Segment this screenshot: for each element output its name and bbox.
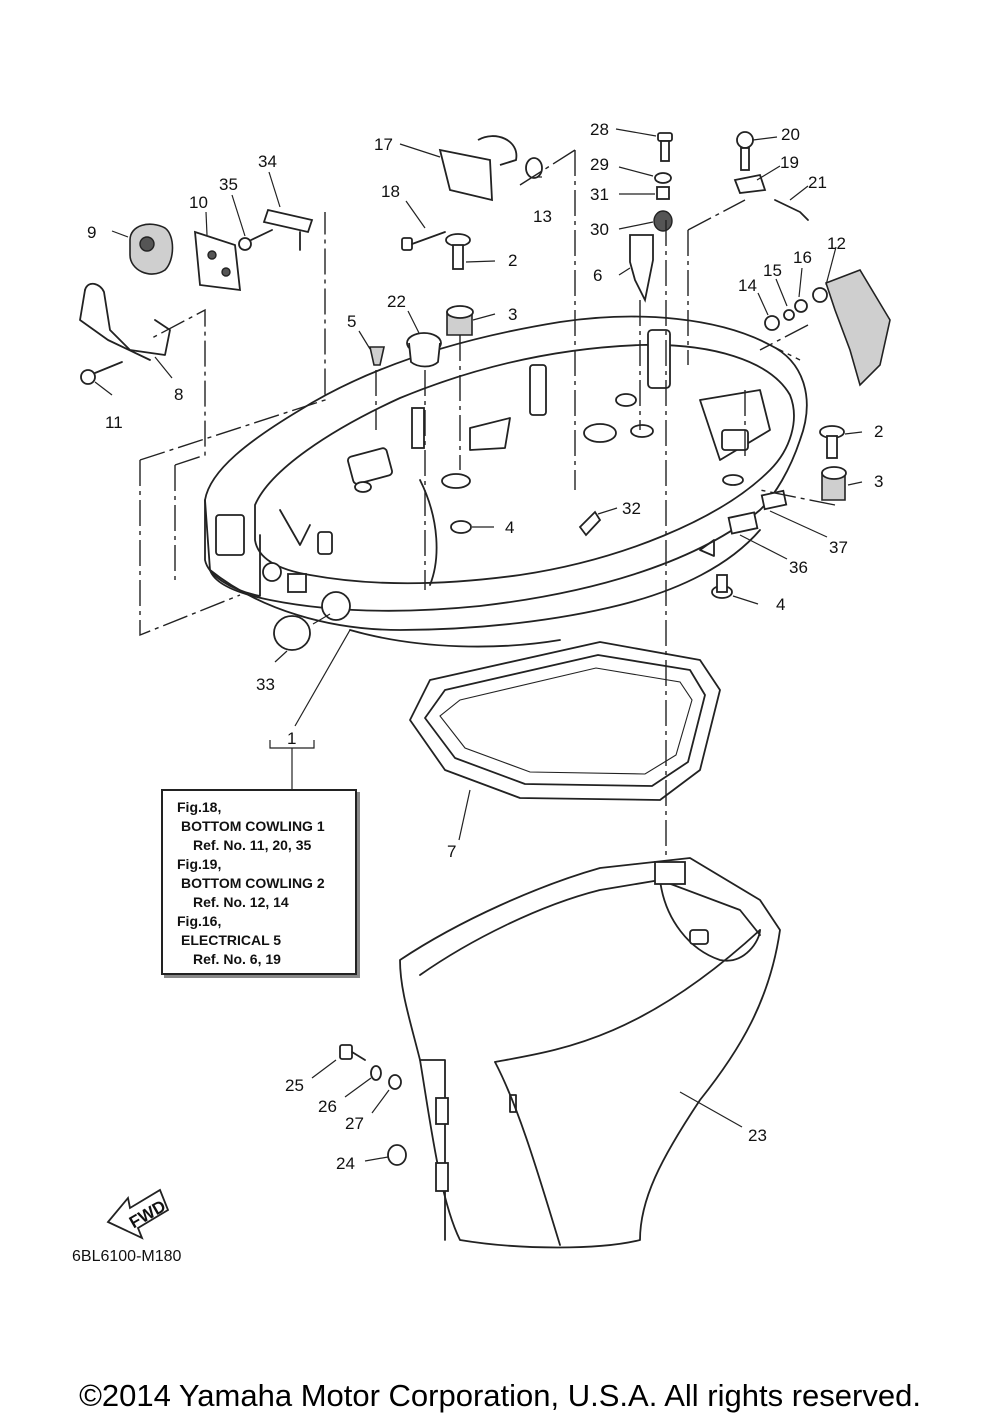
callout-24: 24 — [336, 1154, 355, 1173]
callout-26: 26 — [318, 1097, 337, 1116]
ref-line-5: BOTTOM COWLING 2 — [181, 875, 325, 891]
callout-30: 30 — [590, 220, 609, 239]
ref-line-6: Ref. No. 12, 14 — [193, 894, 289, 910]
ref-line-7: Fig.16, — [177, 913, 222, 929]
callout-18: 18 — [381, 182, 400, 201]
callout-33: 33 — [256, 675, 275, 694]
callout-9: 9 — [87, 223, 96, 242]
callout-16: 16 — [793, 248, 812, 267]
small-parts — [79, 131, 891, 1166]
gasket-part — [409, 641, 721, 801]
ref-line-2: BOTTOM COWLING 1 — [181, 818, 325, 834]
callout-5: 5 — [347, 312, 356, 331]
callout-2-top: 2 — [508, 251, 517, 270]
callout-13: 13 — [533, 207, 552, 226]
callout-22: 22 — [387, 292, 406, 311]
diagram-code: 6BL6100-M180 — [72, 1248, 182, 1265]
callout-29: 29 — [590, 155, 609, 174]
callout-3-right: 3 — [874, 472, 883, 491]
callout-36: 36 — [789, 558, 808, 577]
callout-28: 28 — [590, 120, 609, 139]
callout-2-right: 2 — [874, 422, 883, 441]
callout-4-right: 4 — [776, 595, 785, 614]
lower-cover-part — [399, 857, 781, 1249]
callout-labels: 1 2 2 3 3 4 4 5 6 7 8 9 10 11 12 13 14 1… — [87, 120, 883, 1173]
copyright-notice: ©2014 Yamaha Motor Corporation, U.S.A. A… — [79, 1378, 921, 1413]
leader-lines — [94, 128, 863, 1162]
callout-31: 31 — [590, 185, 609, 204]
callout-12: 12 — [827, 234, 846, 253]
callout-34: 34 — [258, 152, 277, 171]
callout-19: 19 — [780, 153, 799, 172]
callout-1: 1 — [287, 729, 296, 748]
callout-8: 8 — [174, 385, 183, 404]
callout-15: 15 — [763, 261, 782, 280]
callout-14: 14 — [738, 276, 757, 295]
callout-23: 23 — [748, 1126, 767, 1145]
callout-10: 10 — [189, 193, 208, 212]
callout-21: 21 — [808, 173, 827, 192]
bottom-cowling-part — [204, 315, 808, 648]
callout-6: 6 — [593, 266, 602, 285]
ref-line-8: ELECTRICAL 5 — [181, 932, 282, 948]
callout-35: 35 — [219, 175, 238, 194]
callout-17: 17 — [374, 135, 393, 154]
ref-line-1: Fig.18, — [177, 799, 222, 815]
reference-box: Fig.18, BOTTOM COWLING 1 Ref. No. 11, 20… — [161, 789, 357, 975]
callout-3-top: 3 — [508, 305, 517, 324]
fwd-arrow-icon: FWD — [106, 1188, 170, 1240]
ref-line-9: Ref. No. 6, 19 — [193, 951, 281, 967]
callout-32: 32 — [622, 499, 641, 518]
callout-11: 11 — [105, 413, 123, 432]
callout-25: 25 — [285, 1076, 304, 1095]
ref-line-4: Fig.19, — [177, 856, 222, 872]
callout-27: 27 — [345, 1114, 364, 1133]
callout-37: 37 — [829, 538, 848, 557]
assembly-lines — [139, 149, 836, 860]
callout-7: 7 — [447, 842, 456, 861]
callout-20: 20 — [781, 125, 800, 144]
callout-4-center: 4 — [505, 518, 514, 537]
ref-line-3: Ref. No. 11, 20, 35 — [193, 837, 312, 853]
